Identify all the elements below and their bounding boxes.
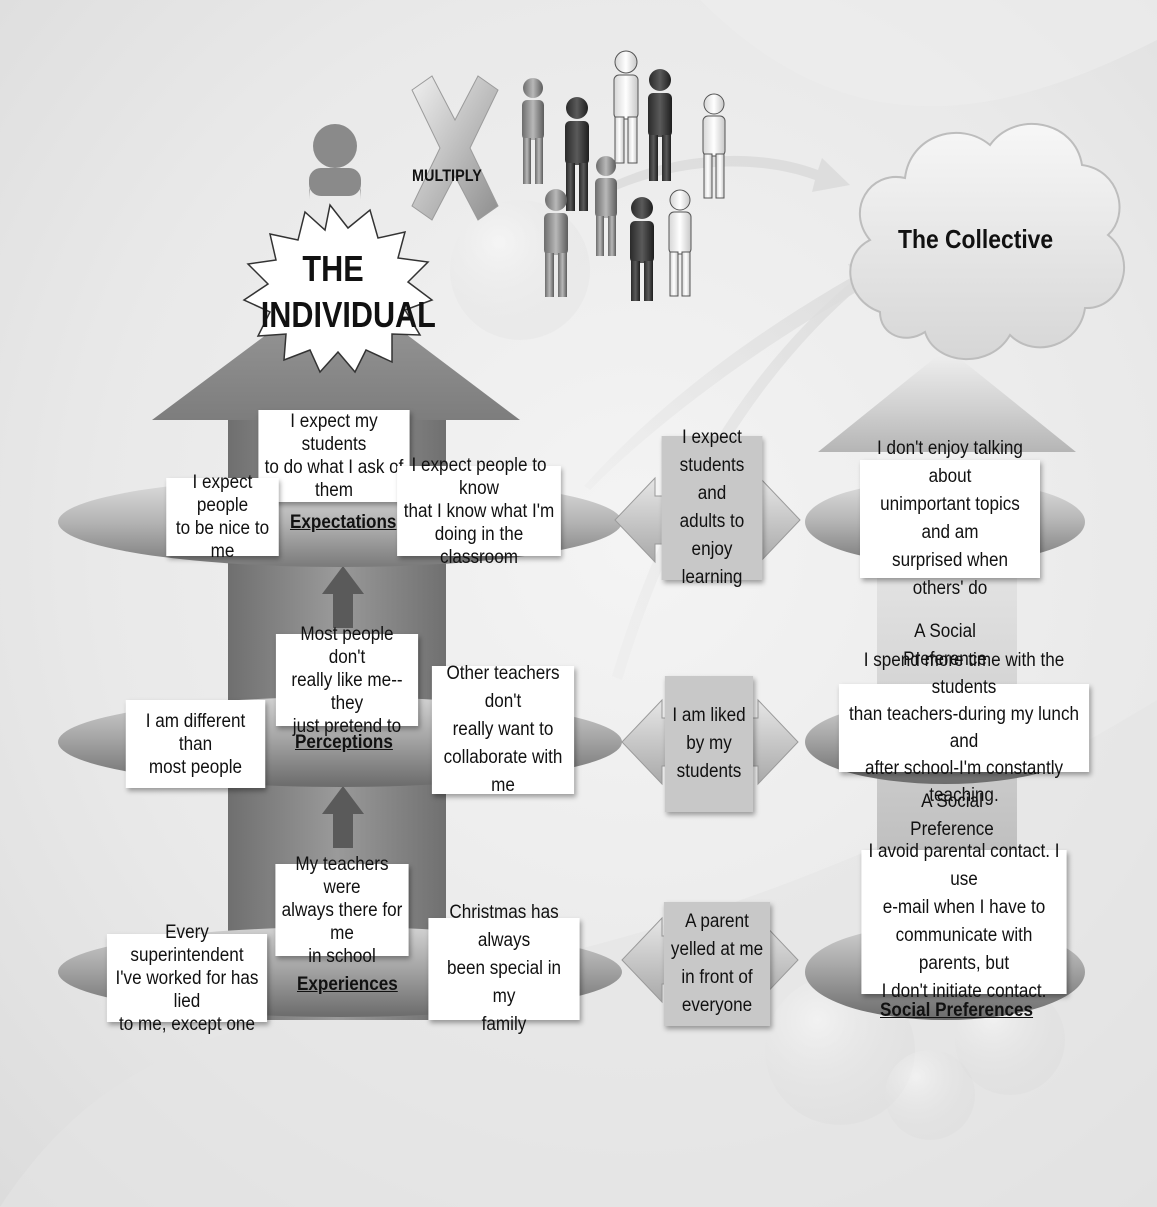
link-box-parent-yelled: A parent yelled at me in front of everyo…	[663, 902, 771, 1026]
person-icon	[630, 197, 654, 301]
curved-arrows-to-collective	[584, 155, 890, 680]
collective-cloud	[849, 123, 1126, 360]
person-icon	[595, 156, 617, 256]
social-preferences-label: Social Preferences	[880, 1000, 1034, 1021]
level-label-perceptions: Perceptions	[295, 732, 393, 753]
link-box-enjoy-learning: I expect students and adults to enjoy le…	[661, 427, 763, 588]
social-box-parental-contact: I avoid parental contact. I use e-mail w…	[861, 841, 1067, 1002]
person-icon	[668, 189, 692, 297]
social-preference-lower-label: A Social Preference	[910, 791, 994, 840]
person-icon	[613, 50, 639, 164]
level-label-experiences: Experiences	[297, 974, 398, 995]
person-icon	[648, 69, 672, 181]
person-icon	[522, 78, 544, 184]
social-box-time-with-students: I spend more time with the students than…	[838, 650, 1090, 806]
person-icon	[702, 93, 726, 199]
starburst	[242, 203, 434, 374]
collective-label: The Collective	[898, 224, 1054, 254]
link-box-liked-by-students: I am liked by my students	[664, 676, 754, 812]
person-icon	[565, 97, 589, 211]
statement-expect-nice: I expect people to be nice to me	[166, 472, 279, 562]
individual-title: THE INDIVIDUAL	[260, 248, 436, 335]
statement-different: I am different than most people	[125, 700, 266, 788]
crowd-of-people-icons	[522, 50, 726, 301]
multiply-label: MULTIPLY	[412, 166, 482, 185]
statement-expect-students: I expect my students to do what I ask of…	[258, 410, 410, 502]
statement-teachers-there: My teachers were always there for me in …	[275, 854, 409, 967]
statement-christmas: Christmas has always been special in my …	[428, 902, 580, 1035]
statement-people-pretend: Most people don't really like me--they j…	[275, 624, 419, 737]
social-box-unimportant-topics: I don't enjoy talking about unimportant …	[860, 438, 1040, 599]
statement-collaborate: Other teachers don't really want to coll…	[431, 663, 575, 796]
small-up-arrows	[322, 566, 364, 848]
level-label-expectations: Expectations	[290, 512, 397, 533]
statement-expect-know: I expect people to know that I know what…	[397, 455, 561, 568]
social-preference-upper-label: A Social Preference	[903, 621, 987, 670]
multiply-x-icon	[411, 75, 499, 221]
individual-person-icon	[309, 124, 361, 200]
person-icon	[544, 189, 568, 297]
statement-superintendent: Every superintendent I've worked for has…	[106, 922, 268, 1035]
